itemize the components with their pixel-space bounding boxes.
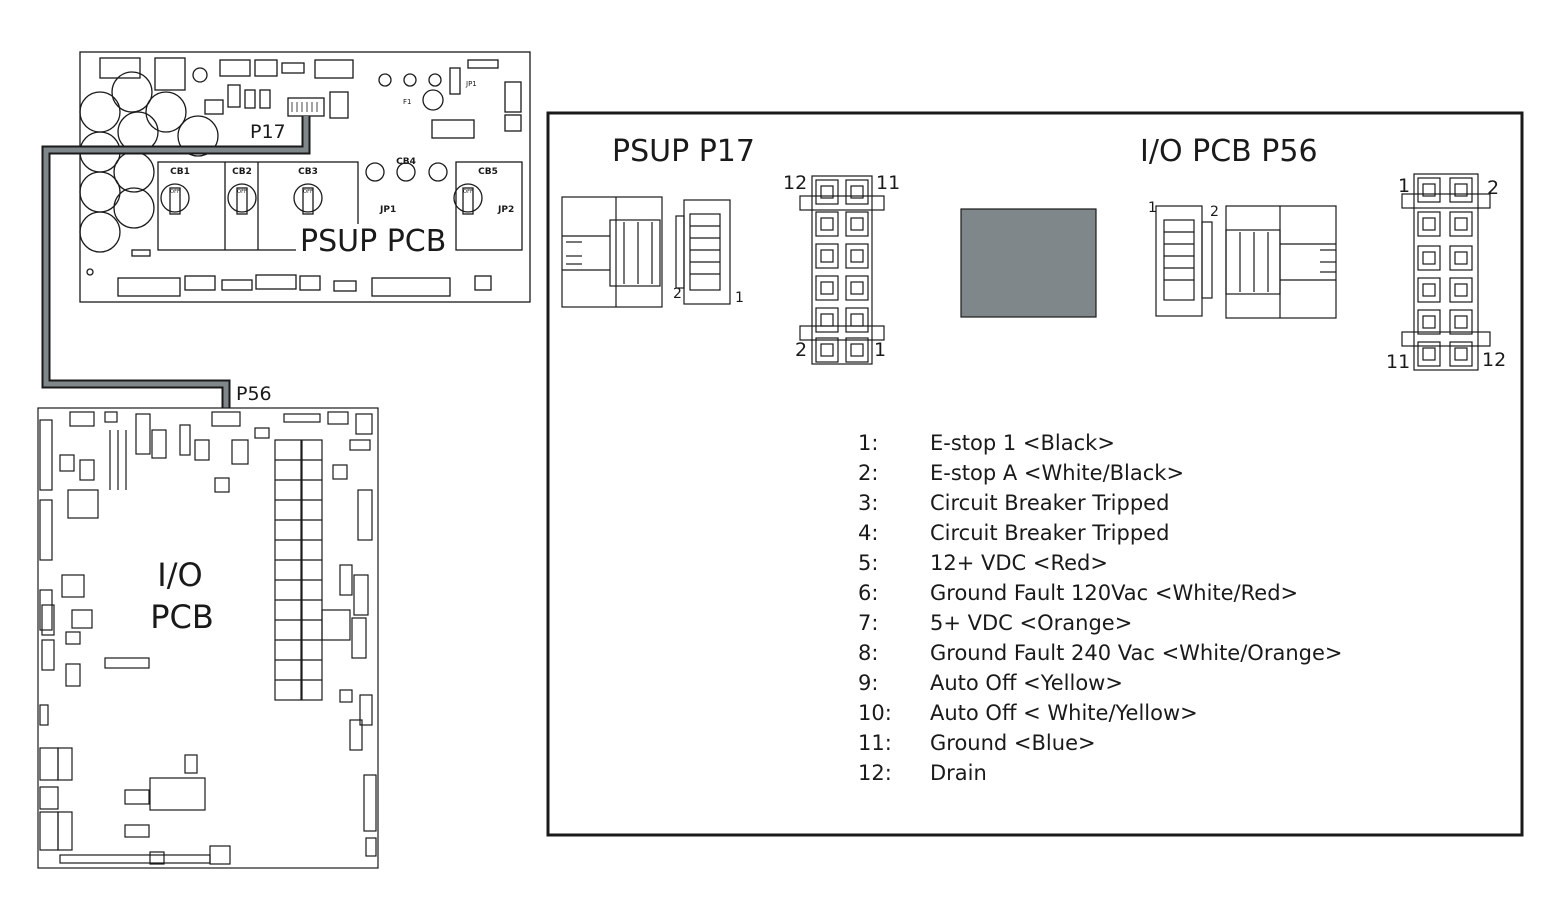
p17-side-pin-1: 1 [735,290,744,306]
pin-description: Auto Off < White/Yellow> [930,701,1198,725]
pin-number: 8: [858,641,879,665]
p17-board-label: P17 [250,121,286,143]
off-label: OFF [237,189,247,195]
p56-face-pin-11: 11 [1386,351,1410,373]
p17-header [287,97,325,117]
connector-detail-panel [546,111,1524,837]
cb1-label: CB1 [170,167,190,177]
p56-face-pin-12: 12 [1482,349,1506,371]
pin-number: 4: [858,521,879,545]
off-label: OFF [463,189,473,195]
pin-row: 3: Circuit Breaker Tripped [858,488,1343,518]
pin-description: Ground Fault 240 Vac <White/Orange> [930,641,1343,665]
cb3-label: CB3 [298,167,318,177]
pin-row: 6: Ground Fault 120Vac <White/Red> [858,578,1343,608]
jp1-top-label: JP1 [465,80,477,88]
fuse-label: F1 [403,98,411,106]
p17-face-pin-11: 11 [876,172,900,194]
p56-side-pin-1: 1 [1148,200,1157,216]
p17-face-pin-2: 2 [795,339,807,361]
io-pcb-board [37,407,379,869]
pin-number: 12: [858,761,892,785]
pin-description: 5+ VDC <Orange> [930,611,1133,635]
pin-number: 5: [858,551,879,575]
p56-face-pin-1: 1 [1398,175,1410,197]
p56-pin-face [1401,173,1491,371]
pin-number: 7: [858,611,879,635]
pin-row: 11: Ground <Blue> [858,728,1343,758]
pin-row: 12: Drain [858,758,1343,788]
io-pcb-p56-title: I/O PCB P56 [1140,134,1318,169]
pin-number: 9: [858,671,879,695]
io-pcb-label: I/O [157,556,202,594]
p17-side-view [561,196,731,308]
pin-number: 1: [858,431,879,455]
cb4-label: CB4 [396,157,416,167]
psup-pcb-board [79,51,531,303]
pin-description: E-stop 1 <Black> [930,431,1115,455]
p17-pin-face [799,175,885,365]
pin-row: 9: Auto Off <Yellow> [858,668,1343,698]
pin-number: 3: [858,491,879,515]
io-pcb-label: PCB [150,598,214,636]
p17-face-pin-1: 1 [874,339,886,361]
pin-number: 2: [858,461,879,485]
pin-row: 7: 5+ VDC <Orange> [858,608,1343,638]
pin-row: 4: Circuit Breaker Tripped [858,518,1343,548]
pin-description: Circuit Breaker Tripped [930,491,1170,515]
p56-header [211,411,241,427]
jp1-label: JP1 [379,205,396,215]
p56-side-view [1155,205,1337,319]
pin-row: 5: 12+ VDC <Red> [858,548,1343,578]
pin-assignment-list: 1: E-stop 1 <Black> 2: E-stop A <White/Bla… [858,428,1343,788]
psup-pcb-label: PSUP PCB [300,224,446,259]
pin-description: Circuit Breaker Tripped [930,521,1170,545]
cb5-label: CB5 [478,167,498,177]
pin-row: 2: E-stop A <White/Black> [858,458,1343,488]
off-label: OFF [170,189,180,195]
psup-p17-title: PSUP P17 [612,134,755,169]
pin-description: Drain [930,761,987,785]
pin-number: 11: [858,731,892,755]
off-label: OFF [303,189,313,195]
jp2-label: JP2 [497,205,514,215]
cb2-label: CB2 [232,167,252,177]
pin-number: 6: [858,581,879,605]
pin-description: E-stop A <White/Black> [930,461,1185,485]
pin-description: Ground Fault 120Vac <White/Red> [930,581,1299,605]
pin-row: 10: Auto Off < White/Yellow> [858,698,1343,728]
p17-side-pin-2: 2 [673,286,682,302]
pin-number: 10: [858,701,892,725]
connector-fill-block [960,208,1097,318]
pin-description: Auto Off <Yellow> [930,671,1123,695]
p56-face-pin-2: 2 [1487,177,1499,199]
pin-description: Ground <Blue> [930,731,1096,755]
pin-description: 12+ VDC <Red> [930,551,1108,575]
p56-board-label: P56 [236,383,272,405]
p17-face-pin-12: 12 [783,172,807,194]
breaker-switch-icon [160,183,483,215]
pin-row: 1: E-stop 1 <Black> [858,428,1343,458]
p56-side-pin-2: 2 [1210,204,1219,220]
pin-row: 8: Ground Fault 240 Vac <White/Orange> [858,638,1343,668]
